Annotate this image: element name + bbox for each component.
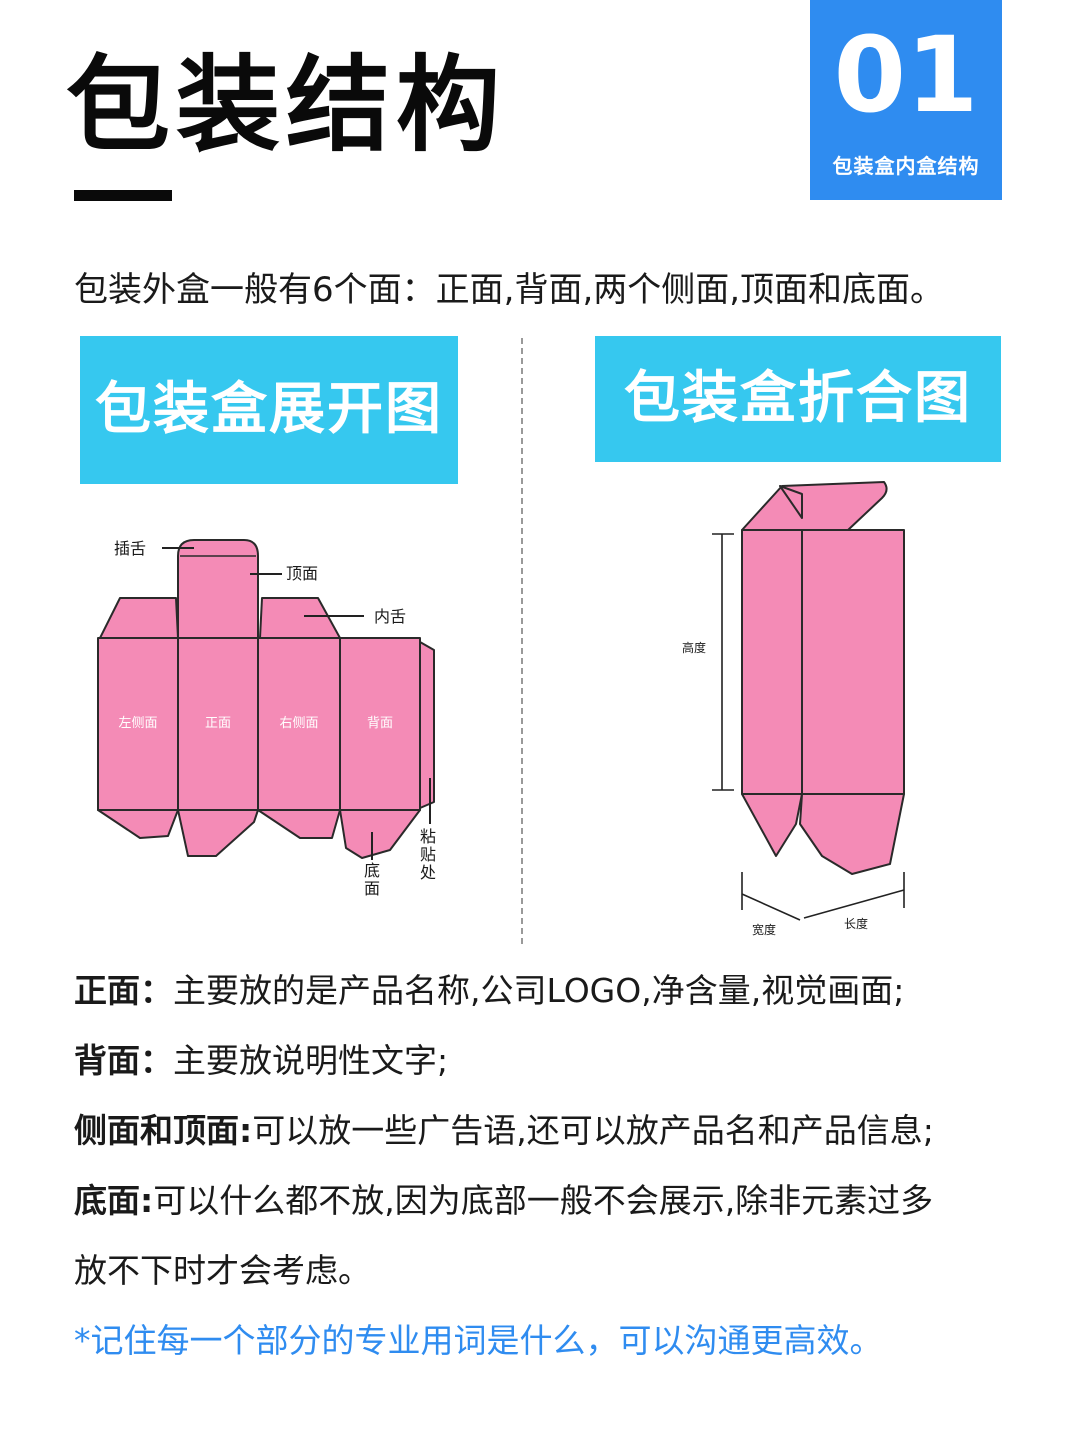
desc-bottom-cont-text: 放不下时才会考虑。 <box>74 1251 371 1290</box>
label-glue-3: 处 <box>420 863 436 882</box>
label-front: 正面 <box>205 716 231 731</box>
desc-side-top-text: 可以放一些广告语,还可以放产品名和产品信息; <box>252 1111 934 1150</box>
left-dust-flap <box>99 597 179 639</box>
bottom-flap-3 <box>257 809 341 839</box>
desc-bottom-term: 底面: <box>74 1181 154 1220</box>
box-front-face <box>741 529 803 795</box>
bottom-flap-4 <box>339 809 421 859</box>
label-inner-tongue: 内舌 <box>374 607 406 626</box>
page-title: 包装结构 <box>66 44 507 166</box>
tongue-flap <box>177 539 259 639</box>
label-right-side: 右侧面 <box>279 716 318 731</box>
desc-front: 正面：主要放的是产品名称,公司LOGO,净含量,视觉画面; <box>74 964 904 1012</box>
label-length: 长度 <box>844 916 868 931</box>
section-badge: 01 包装盒内盒结构 <box>810 0 1002 200</box>
title-underline <box>74 190 172 201</box>
label-bottom-2: 面 <box>364 879 380 898</box>
box-lid <box>741 481 888 531</box>
label-tongue: 插舌 <box>114 539 146 558</box>
diagram-divider <box>521 338 523 944</box>
bottom-flap-2 <box>177 809 259 857</box>
box-bottom-front <box>741 793 803 857</box>
box-lid-flap <box>779 485 803 519</box>
section-number: 01 <box>833 14 979 136</box>
label-top: 顶面 <box>286 564 318 583</box>
desc-bottom-cont: 放不下时才会考虑。 <box>74 1244 371 1292</box>
desc-back: 背面：主要放说明性文字; <box>74 1034 448 1082</box>
inner-tongue-flap <box>259 597 341 639</box>
unfolded-box-diagram: 插舌 顶面 内舌 底 面 粘 贴 处 左侧面 正面 右侧面 背面 <box>97 539 436 898</box>
intro-text: 包装外盒一般有6个面：正面,背面,两个侧面,顶面和底面。 <box>74 270 945 310</box>
label-back: 背面 <box>367 716 393 731</box>
glue-flap <box>419 641 435 809</box>
bottom-flap-1 <box>97 809 179 839</box>
box-side-face <box>801 529 905 795</box>
label-height: 高度 <box>682 640 706 655</box>
desc-back-text: 主要放说明性文字; <box>173 1041 449 1080</box>
box-bottom-side <box>799 793 905 875</box>
desc-side-top-term: 侧面和顶面: <box>74 1111 253 1150</box>
label-left-side: 左侧面 <box>118 716 157 731</box>
desc-bottom-text: 可以什么都不放,因为底部一般不会展示,除非元素过多 <box>153 1181 934 1220</box>
tip-note: *记住每一个部分的专业用词是什么，可以沟通更高效。 <box>74 1321 883 1360</box>
desc-front-term: 正面： <box>74 971 173 1010</box>
label-width: 宽度 <box>752 922 776 937</box>
desc-front-text: 主要放的是产品名称,公司LOGO,净含量,视觉画面; <box>173 971 905 1010</box>
label-glue-2: 贴 <box>420 845 436 864</box>
desc-bottom: 底面:可以什么都不放,因为底部一般不会展示,除非元素过多 <box>74 1174 933 1222</box>
desc-back-term: 背面： <box>74 1041 173 1080</box>
folded-heading: 包装盒折合图 <box>595 336 1001 462</box>
folded-box-diagram: 高度 宽度 长度 <box>682 481 905 937</box>
unfolded-heading: 包装盒展开图 <box>80 336 458 484</box>
label-bottom-1: 底 <box>364 861 380 880</box>
desc-side-top: 侧面和顶面:可以放一些广告语,还可以放产品名和产品信息; <box>74 1104 934 1152</box>
section-subtitle: 包装盒内盒结构 <box>832 154 980 178</box>
label-glue-1: 粘 <box>420 827 436 846</box>
